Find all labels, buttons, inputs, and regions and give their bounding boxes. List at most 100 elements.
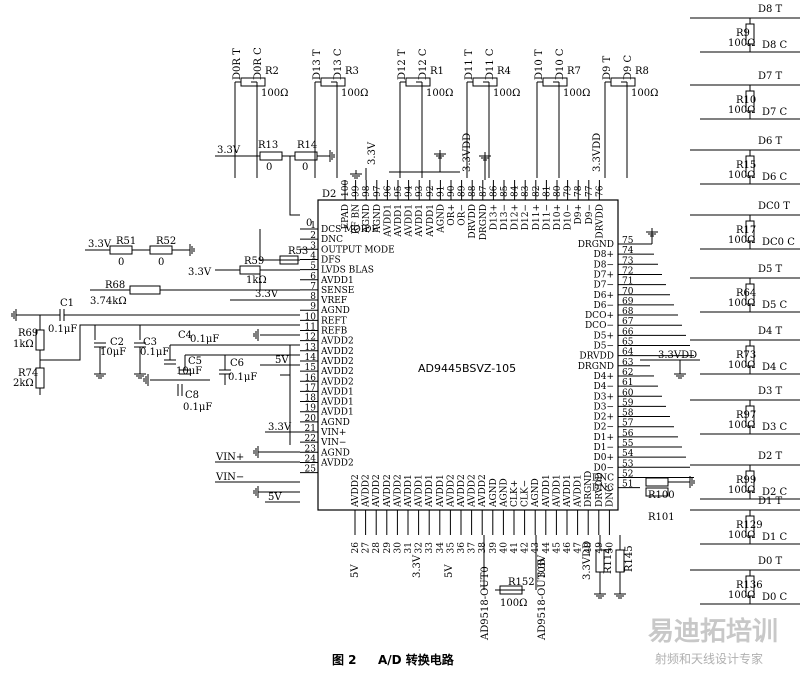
resistor bbox=[279, 255, 299, 265]
resistor-ref: R68 bbox=[105, 280, 125, 291]
resistor-ref: R59 bbox=[244, 256, 264, 267]
resistor bbox=[472, 77, 498, 87]
pin-label: CLK+ bbox=[510, 480, 520, 507]
pin-label: DRGND bbox=[479, 204, 489, 240]
net-label: D1 C bbox=[762, 532, 788, 543]
net-label: D4 C bbox=[762, 362, 788, 373]
supply-label: 3.3V bbox=[537, 554, 548, 578]
resistor-ref: R51 bbox=[116, 236, 136, 247]
pin-number: 62 bbox=[622, 368, 633, 378]
pin-number: 42 bbox=[521, 542, 531, 553]
resistor-ref: R8 bbox=[635, 66, 649, 77]
resistor-ref: R10 bbox=[736, 95, 756, 106]
pin-number: 5 bbox=[310, 262, 316, 272]
resistor-value: 2kΩ bbox=[13, 378, 34, 389]
resistor bbox=[745, 575, 755, 597]
resistor-ref: R17 bbox=[736, 225, 756, 236]
net-label: D12 C bbox=[418, 48, 429, 80]
pin-number: 12 bbox=[305, 333, 316, 343]
figure-title: A/D 转换电路 bbox=[378, 652, 455, 667]
supply-label: 3.3V bbox=[188, 267, 212, 278]
pin-label: D9− bbox=[585, 204, 595, 224]
pin-label: AVDD2 bbox=[372, 474, 382, 508]
pin-number: 67 bbox=[622, 317, 634, 327]
pin-label: AVDD2 bbox=[351, 474, 361, 508]
net-label: D2 C bbox=[762, 487, 788, 498]
pin-label: DNC bbox=[592, 484, 614, 494]
pin-number: 41 bbox=[510, 542, 520, 553]
pin-label: AVDD2 bbox=[320, 347, 354, 357]
pin-number: 74 bbox=[622, 246, 634, 256]
net-label: D11 T bbox=[464, 49, 475, 80]
resistor-value: 100Ω bbox=[563, 88, 590, 99]
pin-number: 77 bbox=[585, 185, 595, 197]
pin-number: 9 bbox=[310, 302, 316, 312]
resistor-value: 100Ω bbox=[261, 88, 288, 99]
pin-label: DNC bbox=[605, 485, 615, 507]
resistor bbox=[745, 283, 755, 305]
resistor bbox=[745, 220, 755, 242]
chip-body bbox=[317, 199, 619, 511]
pin-label: AVDD1 bbox=[574, 474, 584, 508]
resistor bbox=[745, 155, 755, 177]
pin-number: 14 bbox=[305, 353, 317, 363]
pin-label: D6+ bbox=[594, 291, 614, 301]
resistor-ref: R2 bbox=[265, 66, 279, 77]
capacitor-ref: C8 bbox=[185, 390, 199, 401]
pin-number: 19 bbox=[305, 404, 317, 414]
wire bbox=[289, 156, 300, 216]
resistor-value: 100Ω bbox=[728, 105, 755, 116]
pin-number: 45 bbox=[552, 542, 562, 554]
supply-label: 3.3VDD bbox=[582, 541, 593, 580]
watermark: 易迪拓培训 射频和天线设计专家 bbox=[648, 617, 778, 666]
pin-label: D5− bbox=[594, 342, 614, 352]
pin-number: 13 bbox=[305, 343, 317, 353]
pin-number: 21 bbox=[305, 424, 316, 434]
resistor bbox=[294, 151, 318, 161]
net-label: D8 T bbox=[758, 4, 783, 15]
resistor-ref: R52 bbox=[156, 236, 176, 247]
pin-label: D2+ bbox=[594, 413, 614, 423]
pin-number: 18 bbox=[305, 394, 317, 404]
pin-number: 83 bbox=[521, 185, 531, 197]
pin-label: SENSE bbox=[321, 286, 354, 296]
wire bbox=[40, 324, 300, 361]
pin-label: D4+ bbox=[594, 372, 614, 382]
net-label: D0 C bbox=[762, 592, 788, 603]
signal-label: VIN+ bbox=[215, 452, 244, 463]
pin-number: 90 bbox=[447, 185, 457, 197]
net-label: D5 T bbox=[758, 264, 783, 275]
net-label: D2 T bbox=[758, 451, 783, 462]
pin-number: 65 bbox=[622, 338, 634, 348]
pin-label: AVDD1 bbox=[320, 276, 354, 286]
resistor-value: 1kΩ bbox=[246, 275, 267, 286]
pin-number: 47 bbox=[574, 542, 584, 554]
resistor-ref: R64 bbox=[736, 288, 756, 299]
pin-number: 25 bbox=[305, 465, 317, 475]
pin-number: 84 bbox=[511, 185, 521, 197]
pin-label: REFB bbox=[321, 327, 348, 337]
net-label: D12 T bbox=[397, 49, 408, 80]
pin-label: D8+ bbox=[594, 250, 614, 260]
pin-label: DRVDD bbox=[579, 352, 614, 362]
pin-label: AVDD1 bbox=[425, 474, 435, 508]
capacitor-value: 10μF bbox=[176, 366, 202, 377]
pin-label: RF BN bbox=[352, 204, 362, 234]
wires bbox=[16, 17, 800, 605]
pin-label: EPAD bbox=[341, 204, 351, 230]
net-label: DC0 C bbox=[762, 237, 795, 248]
pin-number: 22 bbox=[305, 434, 316, 444]
resistor bbox=[745, 23, 755, 45]
resistor bbox=[109, 245, 133, 255]
pin-number: 40 bbox=[499, 542, 509, 554]
resistor-ref: R69 bbox=[18, 328, 38, 339]
pin-number: 89 bbox=[458, 185, 468, 197]
pin-label: AVDD2 bbox=[320, 458, 354, 468]
pin-label: AVDD1 bbox=[563, 474, 573, 508]
resistor-ref: R7 bbox=[567, 66, 581, 77]
components bbox=[11, 23, 755, 599]
pin-label: D12− bbox=[521, 204, 531, 230]
pin-label: CLK− bbox=[521, 480, 531, 507]
pin-number: 31 bbox=[404, 542, 414, 553]
pin-number: 57 bbox=[622, 419, 634, 429]
